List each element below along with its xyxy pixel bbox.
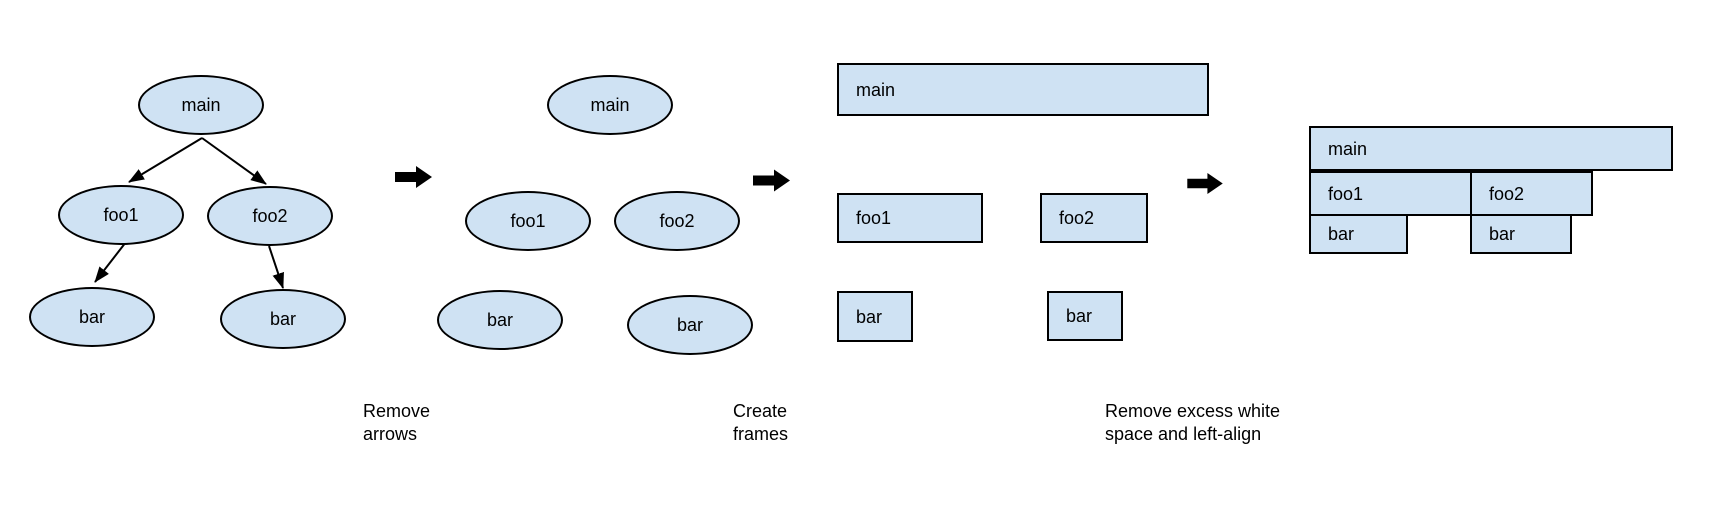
transition-arrow-1 — [395, 166, 432, 188]
flamegraph-frame-bar2: bar — [1470, 214, 1572, 254]
tree1-node-bar2: bar — [220, 289, 346, 349]
transition-label-remove-whitespace: Remove excess white space and left-align — [1105, 401, 1281, 444]
tree2-node-bar1: bar — [437, 290, 563, 350]
tree1-node-main: main — [138, 75, 264, 135]
transition-label-remove-arrows: Remove arrows — [363, 401, 431, 444]
transition-label-create-frames: Create frames — [733, 401, 789, 444]
transition-arrow-2 — [753, 169, 790, 192]
flamegraph-frame-bar1: bar — [1309, 214, 1408, 254]
frames-node-bar1: bar — [837, 291, 913, 342]
edge-main-to-foo2 — [201, 137, 267, 185]
flamegraph-frame-foo2: foo2 — [1470, 171, 1593, 216]
frames-node-foo2: foo2 — [1040, 193, 1148, 243]
tree1-node-bar1: bar — [29, 287, 155, 347]
tree2-node-foo1: foo1 — [465, 191, 591, 251]
tree2-node-foo2: foo2 — [614, 191, 740, 251]
transition-arrow-3 — [1187, 172, 1223, 195]
tree2-node-main: main — [547, 75, 673, 135]
edge-foo2-to-bar — [268, 245, 284, 289]
flamegraph-frame-foo1: foo1 — [1309, 171, 1472, 216]
flamegraph-frame-main: main — [1309, 126, 1673, 171]
tree1-node-foo1: foo1 — [58, 185, 184, 245]
tree1-node-foo2: foo2 — [207, 186, 333, 246]
tree2-node-bar2: bar — [627, 295, 753, 355]
edge-main-to-foo1 — [128, 137, 203, 183]
frames-node-bar2: bar — [1047, 291, 1123, 341]
edge-foo1-to-bar — [94, 241, 127, 283]
frames-node-main: main — [837, 63, 1209, 116]
frames-node-foo1: foo1 — [837, 193, 983, 243]
